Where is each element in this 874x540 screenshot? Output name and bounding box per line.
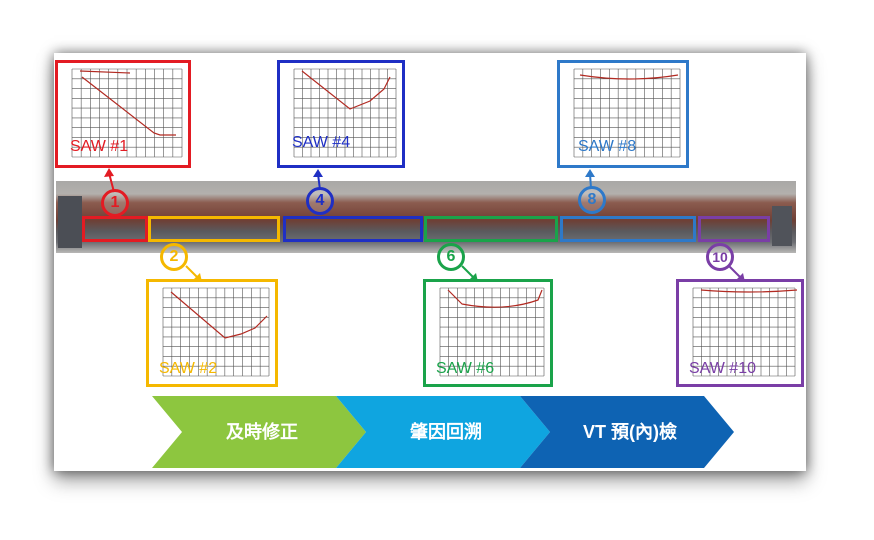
saw-label-6: SAW #6	[436, 360, 495, 377]
marker-6: 6	[437, 243, 465, 271]
chart-grid	[573, 68, 681, 158]
process-step-2: 肇因回溯	[336, 396, 550, 468]
chart-grid	[439, 287, 545, 377]
saw-panel-1: SAW #1	[55, 60, 191, 168]
segment-band-2	[148, 216, 280, 242]
beam-end-right	[772, 206, 792, 246]
saw-label-1: SAW #1	[70, 138, 129, 155]
segment-band-6	[424, 216, 558, 242]
saw-chart-10	[692, 287, 798, 377]
chart-grid	[293, 68, 397, 158]
marker-2: 2	[160, 243, 188, 271]
segment-band-8	[560, 216, 696, 242]
saw-chart-6	[439, 287, 545, 377]
chart-grid	[692, 287, 796, 377]
saw-chart-2	[162, 287, 270, 377]
beam-end-left	[58, 196, 82, 248]
saw-panel-8: SAW #8	[557, 60, 689, 168]
marker-8: 8	[578, 186, 606, 214]
saw-label-8: SAW #8	[578, 138, 637, 155]
segment-band-4	[283, 216, 423, 242]
process-step-3-label: VT 預(內)檢	[583, 422, 677, 442]
saw-chart-1	[71, 68, 183, 158]
saw-panel-4: SAW #4	[277, 60, 405, 168]
segment-band-10	[698, 216, 770, 242]
process-step-1-label: 及時修正	[226, 422, 298, 442]
segment-band-1	[82, 216, 148, 242]
marker-10: 10	[706, 243, 734, 271]
process-step-1: 及時修正	[152, 396, 366, 468]
saw-panel-6: SAW #6	[423, 279, 553, 387]
marker-1: 1	[101, 189, 129, 217]
saw-panel-10: SAW #10	[676, 279, 804, 387]
process-step-2-label: 肇因回溯	[410, 422, 482, 442]
chart-grid	[71, 68, 183, 158]
chart-grid	[162, 287, 270, 377]
saw-label-10: SAW #10	[689, 360, 756, 377]
saw-chart-4	[293, 68, 397, 158]
marker-4: 4	[306, 187, 334, 215]
saw-label-2: SAW #2	[159, 360, 218, 377]
saw-label-4: SAW #4	[292, 134, 351, 151]
process-step-3: VT 預(內)檢	[520, 396, 734, 468]
saw-chart-8	[573, 68, 681, 158]
saw-panel-2: SAW #2	[146, 279, 278, 387]
